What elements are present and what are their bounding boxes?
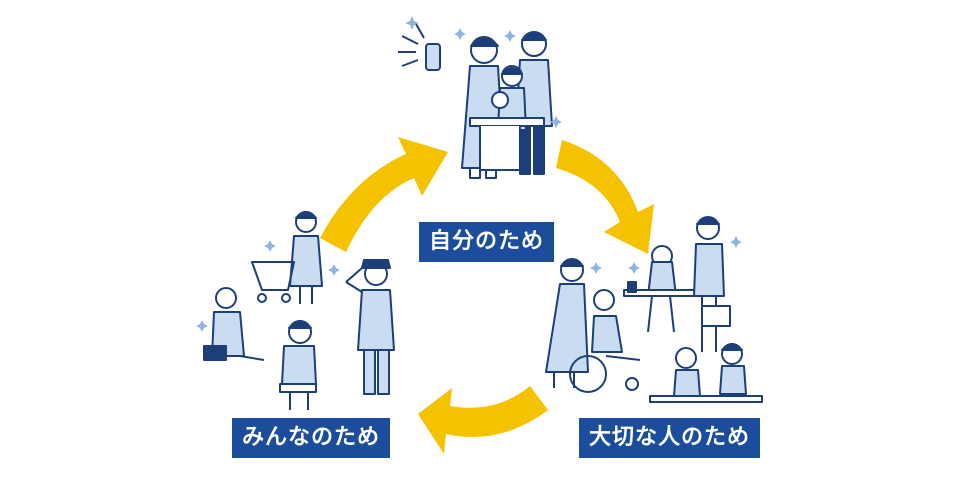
shopper-cart-illustration-icon — [251, 211, 323, 304]
office-worker-illustration-icon — [623, 216, 731, 352]
arrow-everyone-to-self — [320, 137, 448, 252]
sparkle-icon — [398, 23, 425, 67]
counseling-illustration-icon — [203, 287, 317, 410]
sparkle-icon — [196, 240, 340, 332]
arrow-loved-to-everyone — [418, 386, 548, 454]
arrow-self-to-loved — [556, 140, 654, 254]
cycle-arrow-icon — [320, 137, 654, 454]
family-illustration-icon — [398, 23, 553, 179]
caregiver-wheelchair-illustration-icon — [545, 258, 641, 393]
label-for-loved-ones: 大切な人のため — [579, 418, 761, 458]
label-for-everyone: みんなのため — [232, 418, 391, 458]
sparkle-icon — [590, 236, 742, 274]
label-for-self: 自分のため — [419, 222, 555, 262]
police-officer-illustration-icon — [345, 259, 395, 395]
children-illustration-icon — [649, 343, 763, 403]
sparkle-icon — [405, 16, 562, 128]
